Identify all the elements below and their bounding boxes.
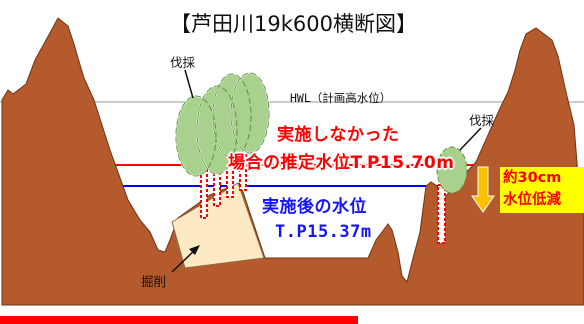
without-works-label-line2: 場合の推定水位T.P15.70m <box>228 153 455 173</box>
without-works-label-line1: 実施しなかった <box>277 125 400 145</box>
cut-label-left: 伐採 <box>170 55 196 70</box>
with-works-label-line2: T.P15.37m <box>275 222 372 242</box>
trees-cut-left-outline <box>175 72 270 177</box>
cut-label-right: 伐採 <box>469 113 495 128</box>
diagram-title: 【芦田川19k600横断図】 <box>170 12 417 36</box>
excavation-label: 掘削 <box>141 274 167 289</box>
cut-right-pointer <box>459 127 482 151</box>
with-works-label-line1: 実施後の水位 <box>262 197 367 217</box>
reduction-line2: 水位低減 <box>503 192 561 208</box>
bottom-accent-bar <box>0 316 358 324</box>
hwl-label: HWL（計画高水位） <box>290 91 392 105</box>
reduction-arrow <box>471 166 495 213</box>
reduction-line1: 約30cm <box>503 170 562 186</box>
tree-trunk-right <box>437 184 446 244</box>
excavation-arrowhead <box>189 245 200 255</box>
reduction-callout: 約30cm 水位低減 <box>500 167 584 213</box>
cut-left-pointer <box>184 69 194 99</box>
tree-cut-right <box>436 146 468 194</box>
